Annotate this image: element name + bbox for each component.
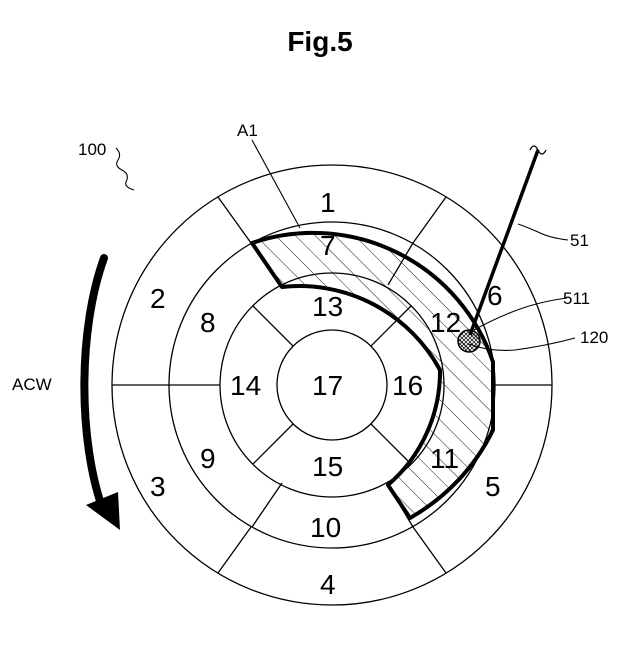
segment-8: 8 (200, 307, 216, 338)
segment-17: 17 (312, 370, 343, 401)
segment-15: 15 (312, 451, 343, 482)
label-a1: A1 (237, 121, 258, 140)
segment-5: 5 (485, 471, 501, 502)
label-120: 120 (580, 328, 608, 347)
label-acw: ACW (12, 375, 52, 394)
label-51: 51 (570, 231, 589, 250)
acw-arrow-shaft (84, 258, 104, 510)
segment-6: 6 (487, 280, 503, 311)
figure-title: Fig.5 (0, 26, 640, 58)
segment-2: 2 (150, 283, 166, 314)
segment-7: 7 (320, 230, 336, 261)
segment-11: 11 (430, 443, 459, 474)
catheter-51 (470, 150, 538, 335)
segment-12: 12 (430, 307, 461, 338)
label-511: 511 (563, 289, 590, 308)
segment-3: 3 (150, 471, 166, 502)
segment-14: 14 (230, 370, 261, 401)
label-100: 100 (78, 140, 106, 159)
segment-13: 13 (312, 291, 343, 322)
segment-16: 16 (392, 370, 423, 401)
segment-4: 4 (320, 569, 336, 600)
point-120 (458, 330, 480, 352)
region-a1-hatch (252, 233, 493, 518)
segment-1: 1 (320, 187, 336, 218)
segment-10: 10 (310, 512, 341, 543)
segment-9: 9 (200, 443, 216, 474)
